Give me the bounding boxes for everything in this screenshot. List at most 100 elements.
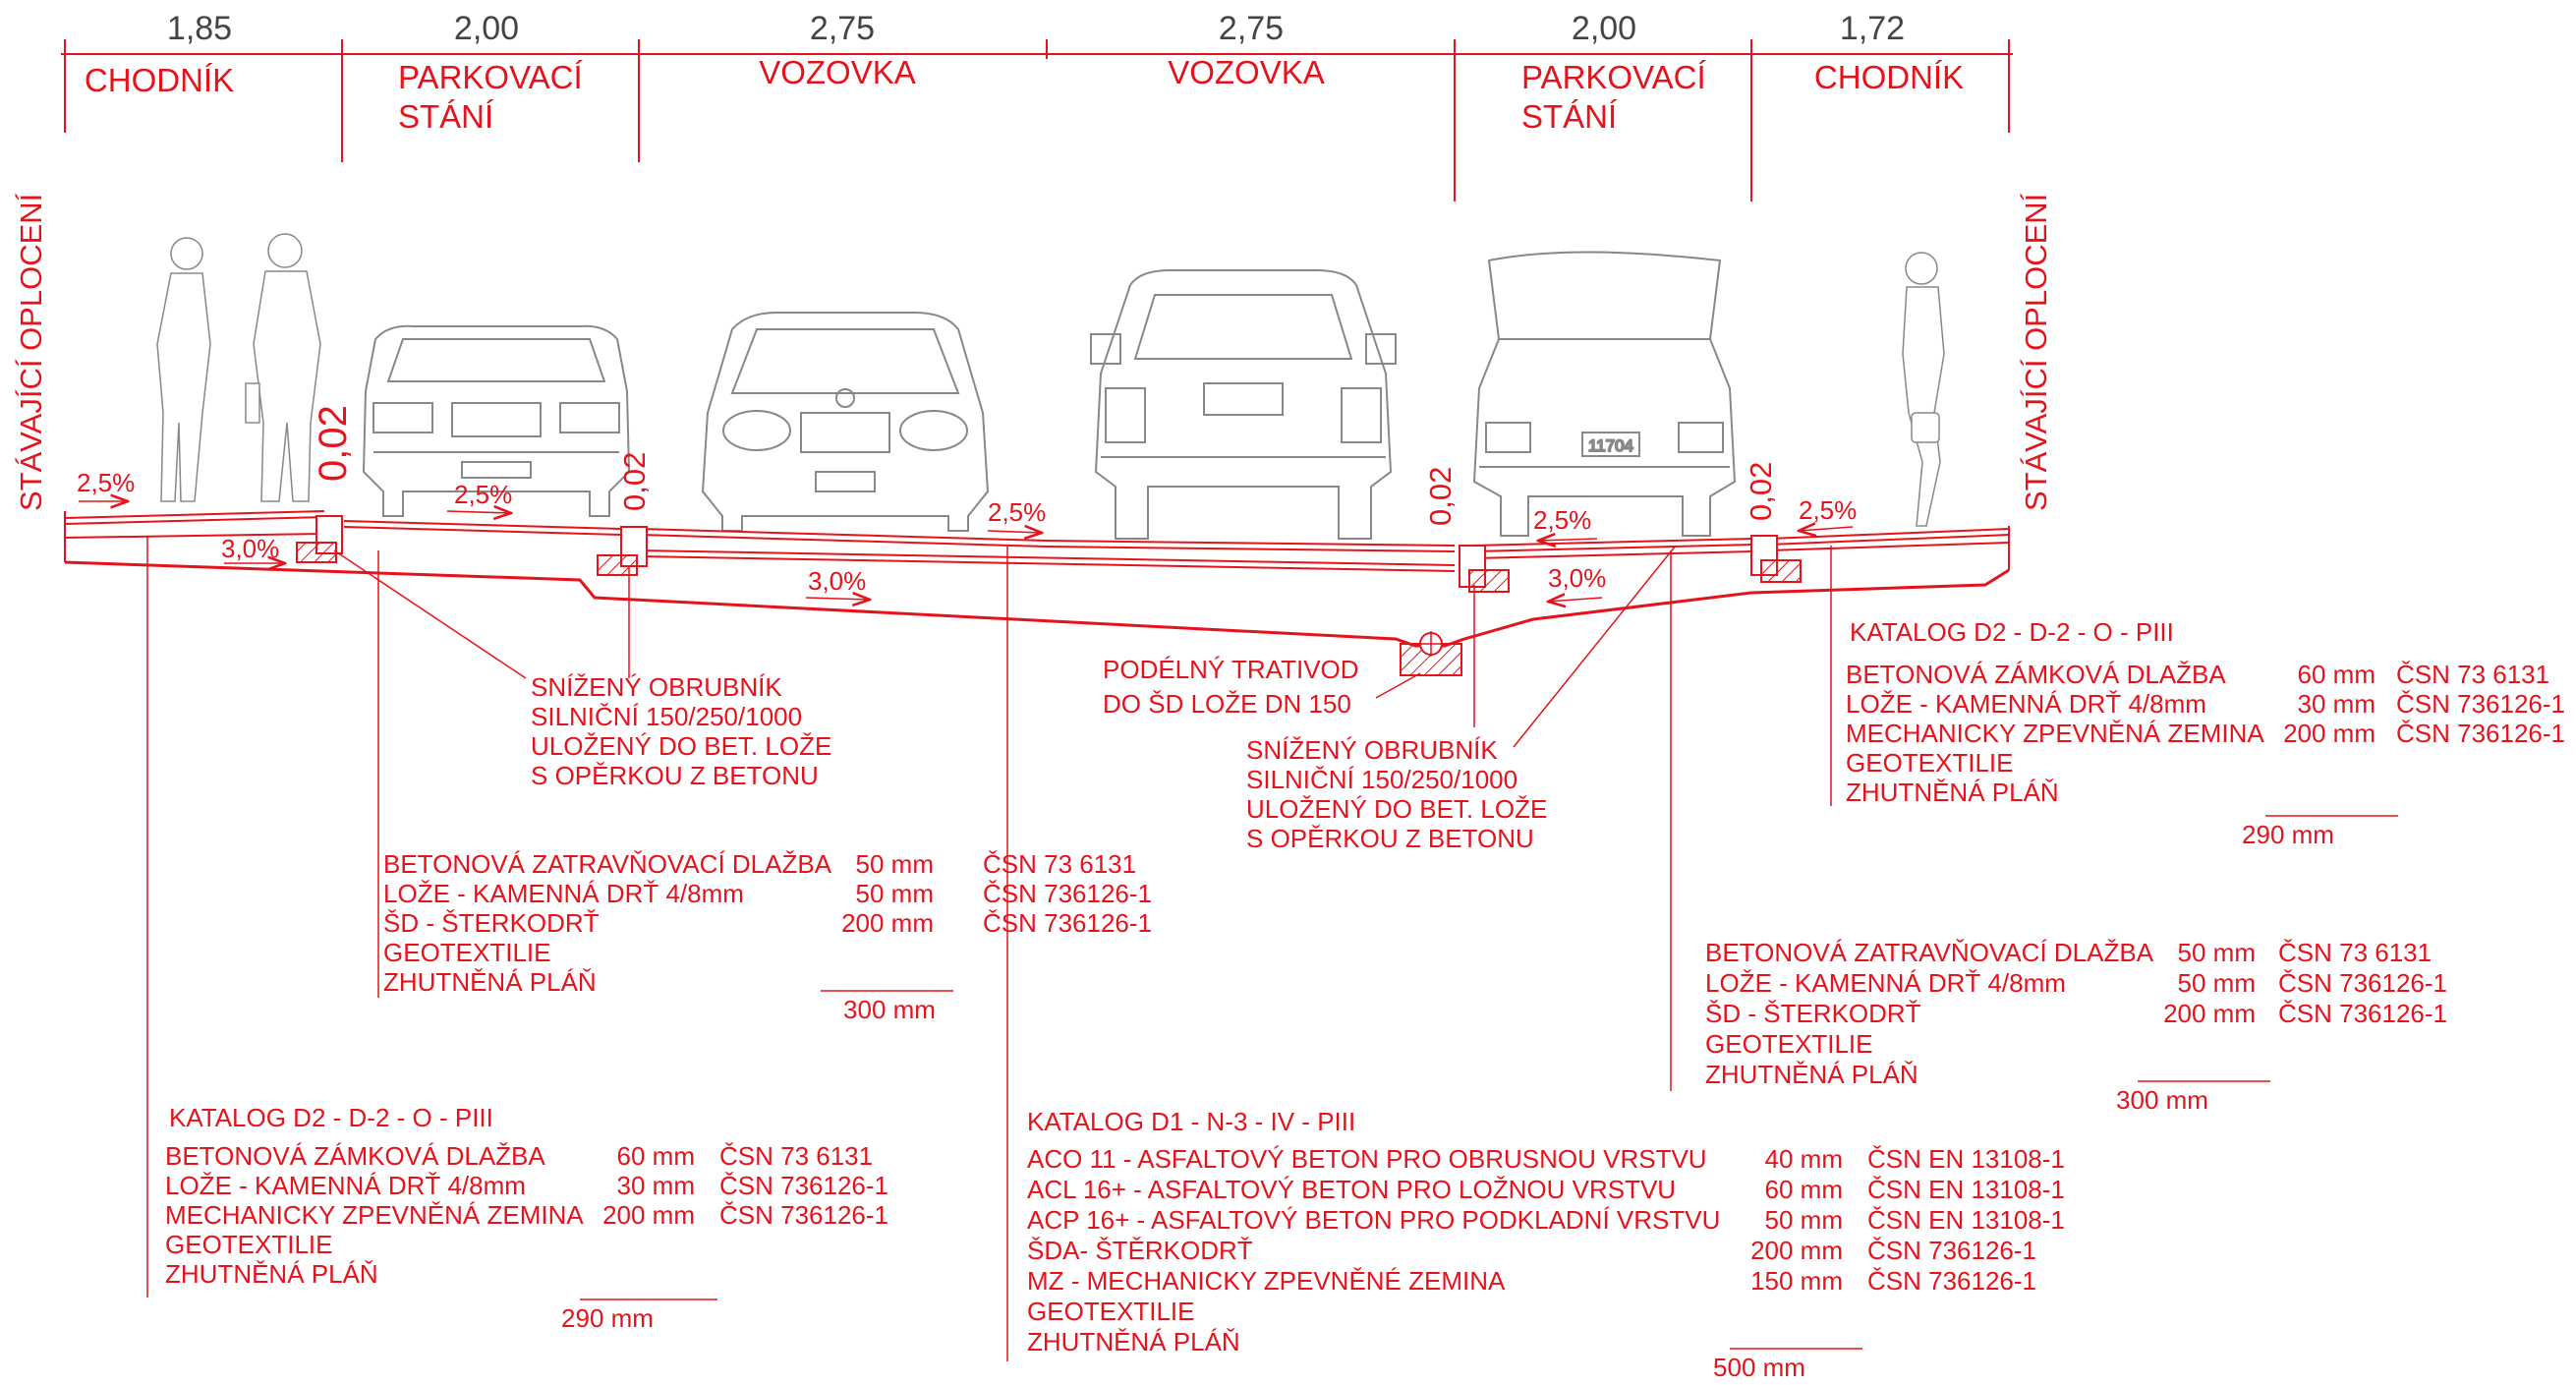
layer-standard: ČSN 73 6131 — [719, 1141, 873, 1171]
layer-name: LOŽE - KAMENNÁ DRŤ 4/8mm — [383, 879, 744, 908]
car-icon — [362, 324, 631, 517]
layer-name: LOŽE - KAMENNÁ DRŤ 4/8mm — [1705, 968, 2066, 998]
lane-label: STÁNÍ — [398, 98, 494, 135]
drain-pipe-icon — [1400, 631, 1462, 676]
layer-thickness: 30 mm — [617, 1171, 695, 1200]
layer-standard: ČSN 73 6131 — [2396, 660, 2549, 689]
total-thickness: 500 mm — [1713, 1353, 1805, 1382]
layer-name: BETONOVÁ ZÁMKOVÁ DLAŽBA — [1846, 660, 2226, 689]
lane-labels: CHODNÍK PARKOVACÍ STÁNÍ VOZOVKA VOZOVKA … — [85, 54, 1964, 135]
slope-label: 2,5% — [454, 480, 512, 509]
total-thickness: 290 mm — [561, 1303, 654, 1333]
layer-standard: ČSN 736126-1 — [719, 1200, 888, 1230]
layer-name: GEOTEXTILIE — [1705, 1029, 1873, 1059]
layer-name: MZ - MECHANICKY ZPEVNĚNÉ ZEMINA — [1027, 1266, 1506, 1296]
layer-name: ZHUTNĚNÁ PLÁŇ — [165, 1259, 378, 1289]
layer-thickness: 200 mm — [841, 908, 934, 938]
layer-thickness: 200 mm — [2163, 999, 2256, 1028]
curb — [597, 526, 648, 576]
layer-name: GEOTEXTILIE — [1027, 1297, 1195, 1326]
layer-name: ACP 16+ - ASFALTOVÝ BETON PRO PODKLADNÍ … — [1027, 1205, 1720, 1235]
layer-standard: ČSN 736126-1 — [983, 879, 1152, 908]
note-line: SILNIČNÍ 150/250/1000 — [1246, 765, 1517, 794]
lane-label: PARKOVACÍ — [1521, 59, 1706, 95]
layer-name: BETONOVÁ ZATRAVŇOVACÍ DLAŽBA — [1705, 938, 2154, 967]
layer-thickness: 60 mm — [1765, 1175, 1843, 1204]
slope-label: 2,5% — [1533, 505, 1591, 535]
curb-height-label: 0,02 — [617, 452, 652, 511]
leader-lines — [146, 536, 1832, 1361]
dimension-label: 2,75 — [1219, 10, 1284, 47]
slope-label: 2,5% — [1799, 495, 1857, 525]
layer-standard: ČSN 73 6131 — [983, 849, 1136, 879]
layer-name: BETONOVÁ ZÁMKOVÁ DLAŽBA — [165, 1141, 545, 1171]
layer-thickness: 30 mm — [2298, 689, 2376, 719]
note-line: SILNIČNÍ 150/250/1000 — [531, 702, 802, 731]
layer-standard: ČSN EN 13108-1 — [1867, 1205, 2065, 1235]
dimension-label: 2,75 — [810, 10, 875, 47]
total-thickness: 300 mm — [2116, 1085, 2208, 1115]
layer-name: ACL 16+ - ASFALTOVÝ BETON PRO LOŽNOU VRS… — [1027, 1175, 1676, 1204]
total-thickness: 290 mm — [2242, 820, 2334, 849]
slope-label: 2,5% — [77, 468, 135, 497]
layer-thickness: 60 mm — [617, 1141, 695, 1171]
slope-label: 2,5% — [988, 497, 1046, 527]
dimension-label: 1,72 — [1840, 10, 1905, 47]
layer-standard: ČSN 736126-1 — [1867, 1236, 2036, 1265]
layer-name: ACO 11 - ASFALTOVÝ BETON PRO OBRUSNOU VR… — [1027, 1144, 1707, 1174]
layer-standard: ČSN EN 13108-1 — [1867, 1144, 2065, 1174]
pedestrian-icon — [1902, 252, 1945, 527]
layer-standard: ČSN 736126-1 — [2396, 689, 2565, 719]
lane-label: STÁNÍ — [1521, 98, 1618, 135]
car-icon — [701, 312, 990, 532]
layer-name: ŠD - ŠTERKODRŤ — [1705, 999, 1921, 1028]
layer-composition-tables: BETONOVÁ ZATRAVŇOVACÍ DLAŽBA 50 mm ČSN 73 … — [165, 617, 2565, 1382]
lane-label: VOZOVKA — [759, 54, 916, 90]
layer-thickness: 50 mm — [856, 849, 934, 879]
layer-name: ZHUTNĚNÁ PLÁŇ — [1705, 1060, 1918, 1089]
layer-name: MECHANICKY ZPEVNĚNÁ ZEMINA — [1846, 719, 2264, 748]
note-line: ULOŽENÝ DO BET. LOŽE — [531, 731, 831, 761]
car-icon: 11704 — [1472, 251, 1737, 537]
drain-note: DO ŠD LOŽE DN 150 — [1103, 689, 1351, 719]
layer-thickness: 40 mm — [1765, 1144, 1843, 1174]
layer-thickness: 50 mm — [1765, 1205, 1843, 1235]
layer-thickness: 200 mm — [1750, 1236, 1843, 1265]
table-title: KATALOG D2 - D-2 - O - PIII — [1850, 617, 2174, 647]
layer-standard: ČSN 736126-1 — [2278, 999, 2447, 1028]
layer-name: LOŽE - KAMENNÁ DRŤ 4/8mm — [165, 1171, 526, 1200]
curb — [1750, 535, 1802, 583]
layer-standard: ČSN 736126-1 — [1867, 1266, 2036, 1296]
table-title: KATALOG D2 - D-2 - O - PIII — [169, 1103, 493, 1132]
layer-thickness: 60 mm — [2298, 660, 2376, 689]
car-icon — [1090, 269, 1397, 540]
layer-name: GEOTEXTILIE — [383, 938, 551, 967]
dimension-label: 2,00 — [454, 10, 519, 47]
slope-label: 3,0% — [1548, 563, 1606, 593]
dimension-label: 2,00 — [1572, 10, 1636, 47]
layer-name: ZHUTNĚNÁ PLÁŇ — [1846, 778, 2059, 807]
note-line: SNÍŽENÝ OBRUBNÍK — [1246, 735, 1498, 765]
layer-thickness: 50 mm — [856, 879, 934, 908]
layer-thickness: 50 mm — [2178, 968, 2256, 998]
layer-name: ZHUTNĚNÁ PLÁŇ — [383, 967, 597, 997]
layer-standard: ČSN 736126-1 — [983, 908, 1152, 938]
note-line: ULOŽENÝ DO BET. LOŽE — [1246, 794, 1547, 824]
total-thickness: 300 mm — [843, 995, 936, 1024]
license-plate: 11704 — [1588, 436, 1633, 455]
layer-standard: ČSN 736126-1 — [2396, 719, 2565, 748]
dimension-chain: 1,85 2,00 2,75 2,75 2,00 1,72 — [61, 10, 2013, 202]
layer-thickness: 200 mm — [602, 1200, 695, 1230]
curb-height-label: 0,02 — [1744, 462, 1778, 521]
slope-label: 3,0% — [221, 534, 279, 563]
layer-name: ŠDA- ŠTĚRKODRŤ — [1027, 1236, 1253, 1265]
slope-labels: 2,5% 2,5% 2,5% 2,5% 2,5% 3,0% 3,0% 3,0% — [77, 468, 1857, 602]
fence-label-right: STÁVAJÍCÍ OPLOCENÍ — [2019, 193, 2053, 511]
lane-label: CHODNÍK — [85, 62, 234, 98]
curb — [1459, 545, 1510, 593]
layer-name: ŠD - ŠTERKODRŤ — [383, 908, 600, 938]
dimension-label: 1,85 — [167, 10, 232, 47]
curb — [296, 515, 343, 563]
curb-note-right: SNÍŽENÝ OBRUBNÍK SILNIČNÍ 150/250/1000 U… — [1246, 735, 1547, 853]
